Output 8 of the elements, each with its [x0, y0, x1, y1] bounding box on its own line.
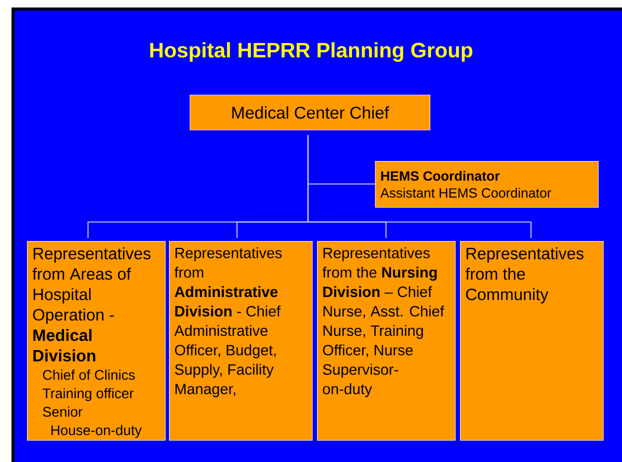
title: Hospital HEPRR Planning Group — [150, 42, 472, 62]
org-box: Representatives from Areas of Hospital Operation - Medical Division Chief of Clinics Training officer Senior House-on-duty — [27, 241, 166, 441]
org-box: Medical Center Chief — [190, 94, 430, 130]
connector-line — [308, 134, 532, 238]
org-box: Representatives from the Nursing Division – Chief Nurse, Asst. Chief Nurse, Training Officer, Nurse Supervisor- on-duty — [317, 241, 456, 441]
org-box: HEMS Coordinator Assistant HEMS Coordinator — [375, 161, 599, 208]
org-box: Representatives from Administrative Division - Chief Administrative Officer, Budget, Supply, Facility Manager, — [169, 241, 313, 441]
org-box: Representatives from the Community — [460, 241, 604, 441]
